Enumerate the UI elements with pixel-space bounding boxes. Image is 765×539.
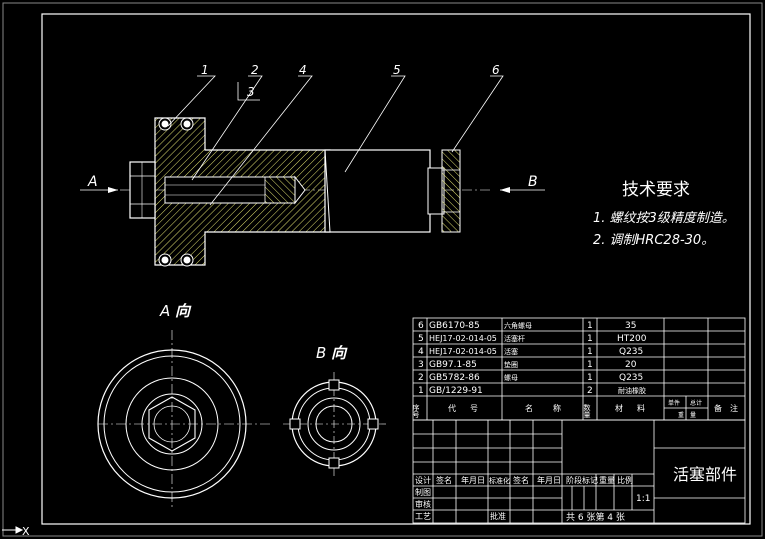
bom-row-1-qty: 2 (587, 386, 593, 396)
bom-row-3-code: GB97.1-85 (429, 360, 477, 370)
bom-row-1-no: 1 (418, 386, 424, 396)
tb-date-1: 年月日 (461, 475, 485, 485)
tech-line-1: 1. 螺纹按3级精度制造。 (593, 211, 735, 226)
bom-header-material: 材料 (615, 403, 659, 413)
balloon-2: 2 (251, 63, 259, 77)
bom-row-1-material: 耐油橡胶 (618, 386, 646, 395)
bom-header-qty: 数量 (583, 403, 591, 418)
tb-standard: 标准化 (489, 476, 510, 485)
bom-row-2-material: Q235 (619, 373, 643, 383)
bolt-head (129, 161, 156, 219)
arrow-b-label: B (528, 174, 538, 190)
bom-row-5-material: HT200 (617, 334, 647, 344)
bom-row-2-name: 螺母 (504, 373, 518, 382)
end-nut (441, 149, 461, 233)
bom-header-unit: 单件 (668, 399, 680, 407)
bom-row-4-code: HEJ17-02-014-05 (429, 347, 497, 356)
tb-review: 审核 (415, 499, 431, 509)
bom-row-6-name: 六角螺母 (504, 321, 532, 330)
view-a-label: A 向 (159, 302, 192, 320)
tb-sheets: 共 6 张第 4 张 (566, 511, 625, 523)
balloon-6: 6 (492, 63, 500, 77)
balloon-3: 3 (247, 85, 255, 99)
tb-sign-2: 签名 (513, 475, 529, 485)
tech-title: 技术要求 (622, 180, 690, 200)
bom-row-3-name: 垫圈 (504, 360, 518, 369)
bom-row-4-no: 4 (418, 347, 424, 357)
bom-row-6-material: 35 (625, 321, 636, 331)
bom-row-5-name: 活塞杆 (504, 334, 525, 343)
tb-part-name: 活塞部件 (673, 465, 737, 484)
bom-row-6-no: 6 (418, 321, 424, 331)
bom-row-1-code: GB/1229-91 (429, 386, 483, 396)
view-a: A 向 (97, 302, 270, 510)
bom-header-note: 备注 (714, 403, 746, 413)
balloon-1: 1 (201, 63, 209, 77)
bom-header-total: 总计 (690, 399, 702, 407)
o-rings (158, 117, 194, 267)
tb-drawing: 制图 (415, 487, 431, 497)
view-b-label: B 向 (316, 344, 348, 362)
view-b: B 向 (283, 344, 386, 476)
bom-row-4-name: 活塞 (504, 347, 518, 356)
tb-sign-1: 签名 (436, 475, 452, 485)
bom-row-5-qty: 1 (587, 334, 593, 344)
leader-lines (167, 75, 504, 206)
bom-rows: 6 GB6170-85 六角螺母 1 35 5 HEJ17-02-014-05 … (412, 321, 746, 419)
bom-row-5-no: 5 (418, 334, 424, 344)
bom-row-6-qty: 1 (587, 321, 593, 331)
bom-row-4-qty: 1 (587, 347, 593, 357)
bom-row-4-material: Q235 (619, 347, 643, 357)
bom-table (412, 317, 746, 421)
balloon-4: 4 (299, 63, 307, 77)
bom-row-6-code: GB6170-85 (429, 321, 480, 331)
tb-weight: 重量 (599, 475, 615, 485)
tb-stage-mark: 阶段标记 (566, 475, 598, 485)
bom-row-2-code: GB5782-86 (429, 373, 480, 383)
bom-header-name: 名称 (525, 403, 581, 413)
bom-header-code: 代号 (448, 403, 492, 413)
bom-row-5-code: HEJ17-02-014-05 (429, 334, 497, 343)
bom-row-3-qty: 1 (587, 360, 593, 370)
main-section-view: 1 2 3 4 5 6 A B (80, 63, 545, 267)
inner-frame (41, 13, 751, 525)
title-block-text: 设计 签名 年月日 标准化 签名 年月日 制图 审核 工艺 批准 阶段标记 重量… (415, 465, 737, 523)
bom-header-weight: 重量 (678, 411, 702, 419)
technical-requirements: 技术要求 1. 螺纹按3级精度制造。 2. 调制HRC28-30。 (593, 180, 735, 248)
tb-design: 设计 (415, 475, 431, 485)
tb-scale: 1:1 (636, 494, 650, 504)
tb-process: 工艺 (415, 512, 431, 521)
tb-date-2: 年月日 (537, 475, 561, 485)
bom-row-3-no: 3 (418, 360, 424, 370)
tb-ratio: 比例 (617, 475, 633, 485)
bom-header-no: 序号 (412, 403, 420, 419)
balloon-5: 5 (393, 63, 401, 77)
ucs-x-label: X (22, 525, 30, 538)
bom-row-3-material: 20 (625, 360, 637, 370)
tech-line-2: 2. 调制HRC28-30。 (593, 233, 714, 248)
bom-row-2-qty: 1 (587, 373, 593, 383)
tb-approve: 批准 (490, 511, 506, 521)
bom-row-2-no: 2 (418, 373, 424, 383)
title-block-grid (412, 419, 746, 524)
arrow-a-label: A (87, 174, 98, 190)
ucs-icon (2, 526, 24, 534)
piston-rod (324, 149, 431, 233)
